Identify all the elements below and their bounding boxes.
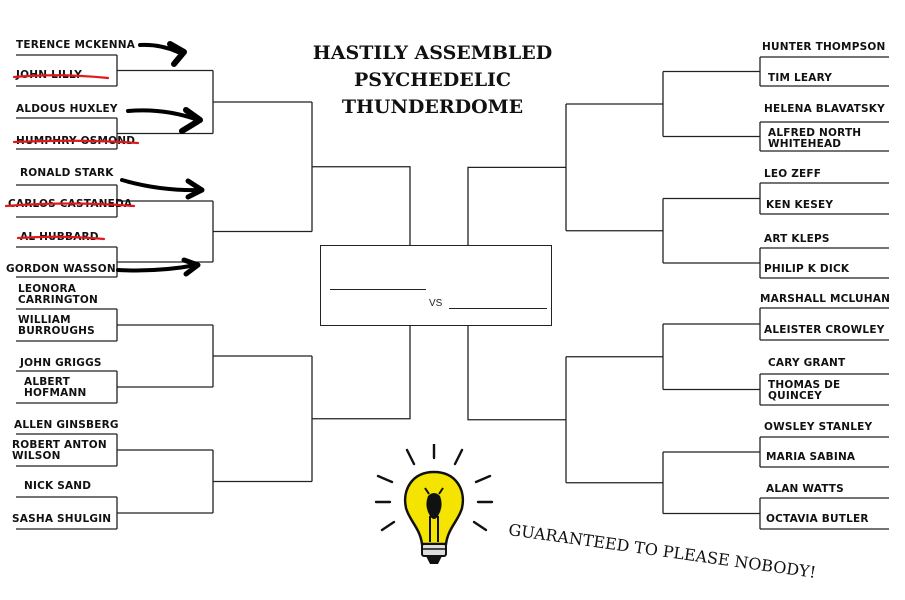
entrant-right-13: OWSLEY STANLEY bbox=[764, 421, 873, 433]
entrant-right-15: ALAN WATTS bbox=[766, 483, 844, 495]
lightbulb-icon bbox=[374, 444, 494, 564]
entrant-right-10: ALEISTER CROWLEY bbox=[764, 324, 885, 336]
strike-line-hubbard bbox=[16, 235, 106, 241]
title-line-3: THUNDERDOME bbox=[341, 96, 524, 118]
arrow-icon bbox=[116, 263, 198, 273]
entrant-right-7: ART KLEPS bbox=[764, 233, 830, 245]
strike-line-lilly bbox=[12, 74, 110, 80]
entrant-left-5: RONALD STARK bbox=[20, 167, 114, 179]
finalist-slot-left bbox=[330, 289, 426, 290]
arrow-icon bbox=[126, 108, 200, 122]
championship-box: VS bbox=[320, 245, 552, 326]
entrant-left-3: ALDOUS HUXLEY bbox=[16, 103, 118, 115]
arrow-icon bbox=[179, 107, 203, 134]
entrant-right-6: KEN KESEY bbox=[766, 199, 834, 211]
finalist-slot-right bbox=[449, 308, 547, 309]
arrow-icon bbox=[120, 178, 202, 193]
entrant-left-14: ROBERT ANTON WILSON bbox=[12, 439, 107, 462]
page-title: HASTILY ASSEMBLED PSYCHEDELIC THUNDERDOM… bbox=[300, 40, 565, 121]
entrant-right-4: ALFRED NORTH WHITEHEAD bbox=[768, 127, 862, 150]
entrant-right-16: OCTAVIA BUTLER bbox=[766, 513, 869, 525]
vs-label: VS bbox=[429, 298, 443, 309]
title-line-1: HASTILY ASSEMBLED bbox=[312, 42, 553, 64]
entrant-right-8: PHILIP K DICK bbox=[764, 263, 850, 275]
entrant-left-13: ALLEN GINSBERG bbox=[14, 419, 119, 431]
arrow-icon bbox=[185, 178, 205, 200]
bracket-line bbox=[312, 166, 411, 420]
entrant-left-8: GORDON WASSON bbox=[6, 263, 116, 275]
entrant-left-10: WILLIAM BURROUGHS bbox=[18, 314, 95, 337]
strike-line-osmond bbox=[12, 139, 140, 145]
entrant-right-3: HELENA BLAVATSKY bbox=[764, 103, 885, 115]
entrant-left-1: TERENCE MCKENNA bbox=[16, 39, 136, 51]
strike-line-castaneda bbox=[4, 202, 136, 208]
bracket-line bbox=[467, 166, 566, 421]
arrow-icon bbox=[167, 41, 187, 67]
entrant-left-11: JOHN GRIGGS bbox=[20, 357, 102, 369]
arrow-icon bbox=[181, 257, 201, 277]
entrant-right-9: MARSHALL MCLUHAN bbox=[760, 293, 891, 305]
arrow-icon bbox=[138, 42, 180, 54]
entrant-right-1: HUNTER THOMPSON bbox=[762, 41, 886, 53]
entrant-left-12: ALBERT HOFMANN bbox=[24, 376, 87, 399]
entrant-right-2: TIM LEARY bbox=[768, 72, 833, 84]
entrant-right-12: THOMAS DE QUINCEY bbox=[768, 379, 841, 402]
entrant-right-5: LEO ZEFF bbox=[764, 168, 822, 180]
title-line-2: PSYCHEDELIC bbox=[353, 69, 512, 91]
entrant-left-9: LEONORA CARRINGTON bbox=[18, 283, 99, 306]
entrant-right-14: MARIA SABINA bbox=[766, 451, 856, 463]
entrant-left-15: NICK SAND bbox=[24, 480, 92, 492]
entrant-left-16: SASHA SHULGIN bbox=[12, 513, 112, 525]
entrant-right-11: CARY GRANT bbox=[768, 357, 846, 369]
